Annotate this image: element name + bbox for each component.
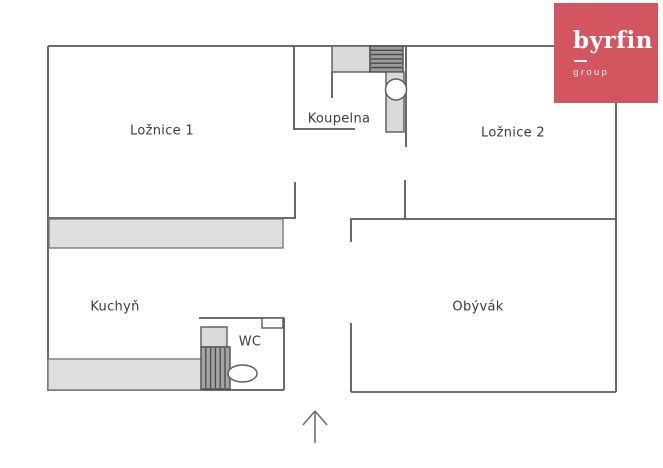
logo-dash — [574, 60, 587, 62]
entrance-north-arrow — [314, 410, 328, 426]
room-label-kuchyn: Kuchyň — [90, 299, 140, 315]
entrance-north-arrow — [302, 410, 316, 426]
room-label-loznice-1: Ložnice 1 — [130, 123, 194, 139]
bath-counter — [331, 45, 371, 73]
kitchen-counter — [47, 358, 204, 391]
room-label-obyvak: Obývák — [452, 299, 504, 315]
wc-shelf — [261, 317, 284, 329]
toilet — [227, 364, 258, 383]
room-label-loznice-2: Ložnice 2 — [481, 125, 545, 141]
logo-brand-text: byrfin — [573, 27, 653, 54]
washbasin — [384, 78, 408, 101]
logo-sub-text: group — [573, 68, 610, 78]
wc-cabinet — [200, 326, 228, 348]
room-label-koupelna: Koupelna — [307, 111, 371, 127]
room-label-wc: WC — [238, 334, 262, 350]
wardrobe-strip — [48, 218, 284, 249]
byrfin-logo: byrfin group — [554, 3, 658, 103]
